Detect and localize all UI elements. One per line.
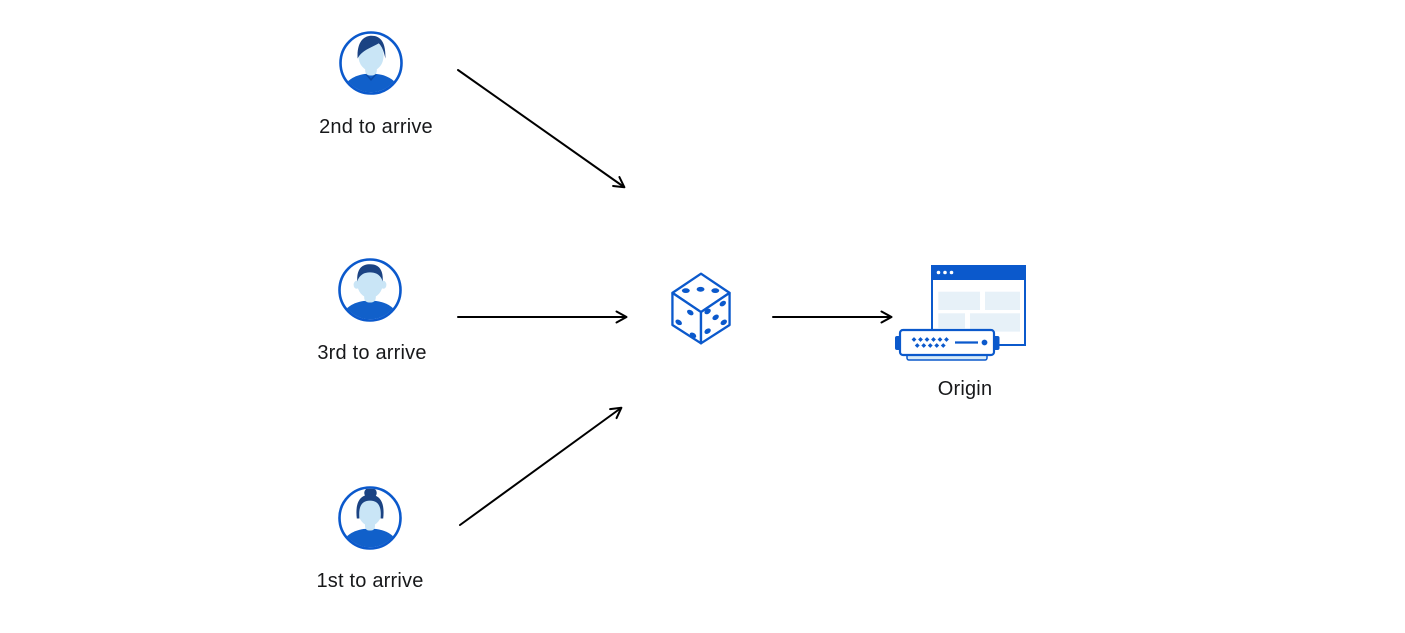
- origin-label: Origin: [937, 378, 993, 400]
- man-side-part-avatar-icon: [339, 31, 403, 95]
- man-short-hair-avatar-icon: [338, 258, 402, 322]
- arrow-client-1st-to-dice: [459, 406, 623, 526]
- origin-server-icon: [895, 265, 1026, 361]
- dice-pips: [675, 286, 727, 339]
- server-icon: [895, 328, 1000, 361]
- dice-icon: [671, 272, 731, 345]
- arrow-client-2nd-to-dice: [457, 69, 626, 189]
- client-label: 3rd to arrive: [317, 342, 427, 364]
- client-label: 2nd to arrive: [319, 116, 433, 138]
- client-label: 1st to arrive: [316, 570, 424, 592]
- server-led-dot: [981, 339, 988, 346]
- woman-bun-avatar-icon: [338, 486, 402, 550]
